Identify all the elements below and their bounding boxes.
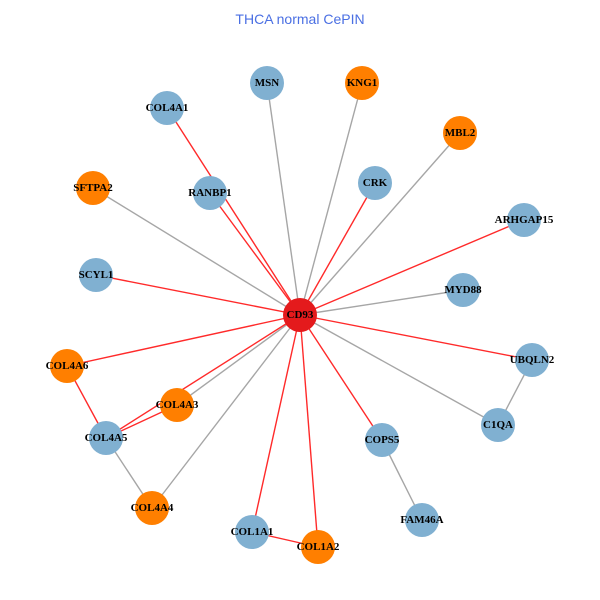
node-msn[interactable]: MSN — [250, 66, 284, 100]
node-circle[interactable] — [79, 258, 113, 292]
edge-cd93-col4a6 — [66, 314, 301, 367]
edge-cd93-col1a1 — [251, 314, 301, 533]
edge-cd93-col4a3 — [176, 314, 301, 406]
node-col4a6[interactable]: COL4A6 — [46, 349, 89, 383]
node-circle[interactable] — [135, 491, 169, 525]
node-ubqln2[interactable]: UBQLN2 — [510, 343, 555, 377]
node-label: C1QA — [483, 419, 513, 431]
node-label: CD93 — [287, 309, 314, 321]
node-fam46a[interactable]: FAM46A — [400, 503, 444, 537]
node-arhgap15[interactable]: ARHGAP15 — [495, 203, 554, 237]
node-label: SCYL1 — [79, 269, 114, 281]
node-label: COL1A2 — [297, 541, 340, 553]
node-label: SFTPA2 — [73, 182, 113, 194]
node-circle[interactable] — [283, 298, 317, 332]
node-label: COL4A6 — [46, 360, 89, 372]
node-col4a3[interactable]: COL4A3 — [156, 388, 199, 422]
edge-cd93-cops5 — [299, 314, 383, 441]
node-circle[interactable] — [235, 515, 269, 549]
node-circle[interactable] — [405, 503, 439, 537]
edge-cd93-c1qa — [299, 314, 499, 426]
node-label: COL1A1 — [231, 526, 274, 538]
node-circle[interactable] — [515, 343, 549, 377]
node-circle[interactable] — [301, 530, 335, 564]
node-label: CRK — [363, 177, 388, 189]
node-myd88[interactable]: MYD88 — [444, 273, 482, 307]
node-col4a4[interactable]: COL4A4 — [131, 491, 174, 525]
node-circle[interactable] — [443, 116, 477, 150]
node-circle[interactable] — [193, 176, 227, 210]
node-kng1[interactable]: KNG1 — [345, 66, 379, 100]
node-circle[interactable] — [250, 66, 284, 100]
edge-cd93-col4a4 — [151, 314, 301, 509]
node-label: COL4A3 — [156, 399, 199, 411]
node-circle[interactable] — [365, 423, 399, 457]
node-circle[interactable] — [446, 273, 480, 307]
node-label: COL4A4 — [131, 502, 174, 514]
node-circle[interactable] — [50, 349, 84, 383]
node-scyl1[interactable]: SCYL1 — [79, 258, 114, 292]
edge-cd93-kng1 — [299, 82, 363, 316]
node-circle[interactable] — [481, 408, 515, 442]
node-col1a2[interactable]: COL1A2 — [297, 530, 340, 564]
node-circle[interactable] — [150, 91, 184, 125]
node-label: FAM46A — [400, 514, 443, 526]
node-label: COL4A5 — [85, 432, 128, 444]
edge-cd93-arhgap15 — [299, 219, 525, 316]
edge-cd93-col1a2 — [299, 314, 319, 548]
node-label: MBL2 — [445, 127, 476, 139]
node-circle[interactable] — [89, 421, 123, 455]
edge-cd93-ranbp1 — [209, 192, 301, 316]
node-circle[interactable] — [358, 166, 392, 200]
edge-cd93-col4a1 — [166, 107, 301, 316]
node-mbl2[interactable]: MBL2 — [443, 116, 477, 150]
node-label: UBQLN2 — [510, 354, 555, 366]
node-c1qa[interactable]: C1QA — [481, 408, 515, 442]
node-label: KNG1 — [347, 77, 378, 89]
edge-cd93-mbl2 — [299, 132, 461, 316]
node-ranbp1[interactable]: RANBP1 — [188, 176, 232, 210]
node-col1a1[interactable]: COL1A1 — [231, 515, 274, 549]
node-col4a5[interactable]: COL4A5 — [85, 421, 128, 455]
node-crk[interactable]: CRK — [358, 166, 392, 200]
node-label: COPS5 — [365, 434, 400, 446]
edge-cd93-myd88 — [299, 289, 464, 316]
node-cops5[interactable]: COPS5 — [365, 423, 400, 457]
node-sftpa2[interactable]: SFTPA2 — [73, 171, 113, 205]
node-cd93[interactable]: CD93 — [283, 298, 317, 332]
edge-cd93-col4a5 — [105, 314, 301, 439]
chart-title: THCA normal CePIN — [235, 11, 365, 27]
edge-cd93-crk — [299, 182, 376, 316]
node-label: MSN — [255, 77, 280, 89]
node-label: RANBP1 — [188, 187, 231, 199]
node-circle[interactable] — [160, 388, 194, 422]
node-col4a1[interactable]: COL4A1 — [146, 91, 189, 125]
edge-cd93-msn — [266, 82, 301, 316]
node-circle[interactable] — [507, 203, 541, 237]
edge-cd93-sftpa2 — [92, 187, 301, 316]
node-circle[interactable] — [76, 171, 110, 205]
node-label: ARHGAP15 — [495, 214, 554, 226]
node-label: MYD88 — [444, 284, 482, 296]
node-label: COL4A1 — [146, 102, 189, 114]
edge-cd93-scyl1 — [95, 274, 301, 316]
node-circle[interactable] — [345, 66, 379, 100]
edge-cd93-ubqln2 — [299, 314, 533, 361]
